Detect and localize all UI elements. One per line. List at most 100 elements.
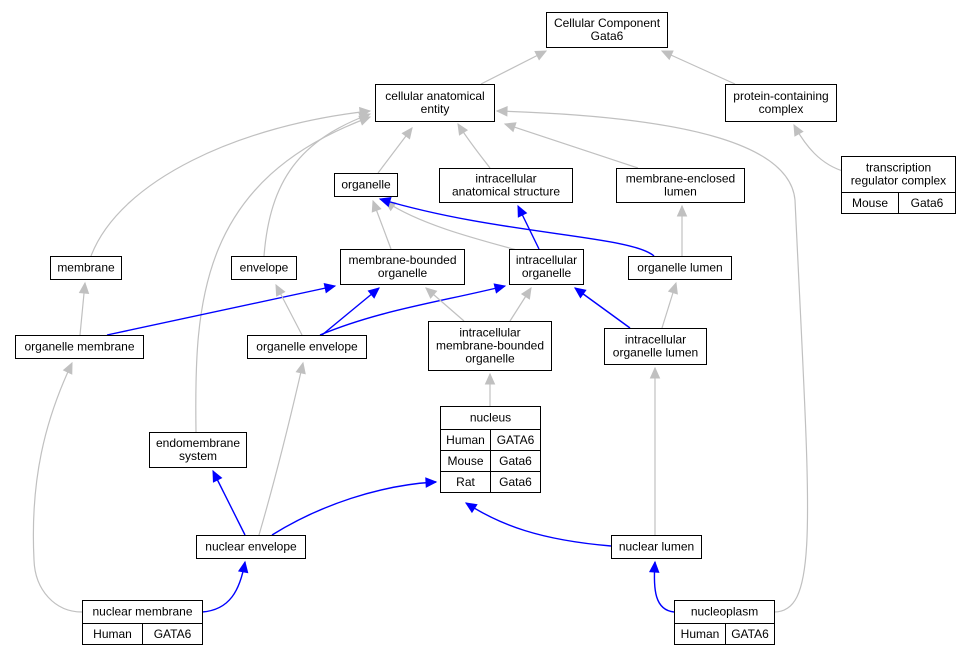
node-box xyxy=(428,321,552,371)
node-label: organelle envelope xyxy=(256,340,358,354)
edge-imbo-to-io xyxy=(509,286,532,322)
gene-label: Gata6 xyxy=(499,454,532,468)
node-membrane[interactable]: membrane xyxy=(50,256,122,280)
edge-mbo-to-organelle xyxy=(371,199,392,250)
cell-box xyxy=(490,471,541,493)
edge-es-to-cae xyxy=(195,115,372,433)
edge-oe-to-mbo xyxy=(321,287,380,336)
edge-membrane-to-cae xyxy=(90,106,372,257)
node-box xyxy=(611,535,702,559)
edge-io-to-organelle xyxy=(383,200,529,254)
node-label: nuclear envelope xyxy=(205,540,297,554)
cell-box xyxy=(725,623,775,645)
species-label: Mouse xyxy=(852,196,888,210)
gene-cell: Gata6 xyxy=(898,192,956,214)
arrowhead-icon xyxy=(78,281,90,294)
gene-cell: Gata6 xyxy=(490,450,541,472)
species-label: Mouse xyxy=(447,454,483,468)
node-ne[interactable]: nuclear envelope xyxy=(196,535,306,559)
node-nl[interactable]: nuclear lumen xyxy=(611,535,702,559)
arrowhead-icon xyxy=(520,286,532,300)
node-om[interactable]: organelle membrane xyxy=(15,335,144,359)
species-cell: Mouse xyxy=(841,192,899,214)
edge-line xyxy=(504,123,639,169)
edge-om-to-membrane xyxy=(78,281,90,336)
node-box xyxy=(546,12,668,48)
edge-ne-to-es xyxy=(212,469,246,536)
node-label: organelle lumen xyxy=(613,346,698,360)
arrowhead-icon xyxy=(425,477,438,488)
cell-box xyxy=(898,192,956,214)
arrowhead-icon xyxy=(667,281,678,295)
edge-line xyxy=(212,470,246,536)
node-label: anatomical structure xyxy=(452,185,560,199)
node-label: intracellular xyxy=(459,326,520,340)
gene-label: GATA6 xyxy=(154,627,192,641)
edge-ias-to-cae xyxy=(457,122,491,169)
arrowhead-icon xyxy=(275,283,286,297)
node-ol[interactable]: organelle lumen xyxy=(628,256,732,280)
edge-line xyxy=(195,116,371,433)
node-label: nuclear lumen xyxy=(619,540,694,554)
edge-organelle-to-cae xyxy=(377,127,413,174)
arrowhead-icon xyxy=(323,283,337,294)
node-envelope[interactable]: envelope xyxy=(231,256,297,280)
gene-cell: GATA6 xyxy=(725,623,775,645)
arrowhead-icon xyxy=(495,106,508,117)
gene-cell: GATA6 xyxy=(490,429,541,451)
edge-oe-to-io xyxy=(319,283,507,336)
node-box xyxy=(340,249,465,285)
edge-iol-to-ol xyxy=(661,281,678,329)
edge-line xyxy=(384,200,529,254)
edge-nl-to-iol xyxy=(649,366,661,535)
edge-nl-to-nucleus xyxy=(464,502,612,547)
arrowhead-icon xyxy=(62,361,73,375)
node-label: envelope xyxy=(240,261,289,275)
species-label: Human xyxy=(93,627,132,641)
edge-oe-to-envelope xyxy=(275,283,303,336)
node-box xyxy=(247,335,367,359)
arrowhead-icon xyxy=(237,560,249,574)
node-label: membrane xyxy=(57,261,115,275)
arrowhead-icon xyxy=(378,196,392,208)
species-cell: Mouse xyxy=(440,450,491,472)
arrowhead-icon xyxy=(493,283,507,294)
arrowhead-icon xyxy=(574,287,587,299)
gene-cell: GATA6 xyxy=(142,623,203,645)
node-label: endomembrane xyxy=(156,436,240,450)
edge-ne-to-nucleus xyxy=(271,477,438,536)
gene-label: Gata6 xyxy=(499,475,532,489)
species-label: Human xyxy=(446,433,485,447)
node-box xyxy=(15,335,144,359)
arrowhead-icon xyxy=(401,127,413,140)
species-label: Human xyxy=(681,627,720,641)
node-oe[interactable]: organelle envelope xyxy=(247,335,367,359)
node-label: complex xyxy=(759,102,804,116)
node-box xyxy=(604,328,707,365)
gene-label: GATA6 xyxy=(731,627,769,641)
node-label: cellular anatomical xyxy=(385,89,484,103)
edge-line xyxy=(465,502,612,547)
node-label: membrane-bounded xyxy=(436,339,544,353)
edge-line xyxy=(258,362,304,536)
node-label: membrane-bounded xyxy=(348,253,456,267)
node-organelle[interactable]: organelle xyxy=(334,173,398,197)
node-label: entity xyxy=(421,102,450,116)
arrowhead-icon xyxy=(793,123,804,137)
edge-line xyxy=(263,113,371,257)
